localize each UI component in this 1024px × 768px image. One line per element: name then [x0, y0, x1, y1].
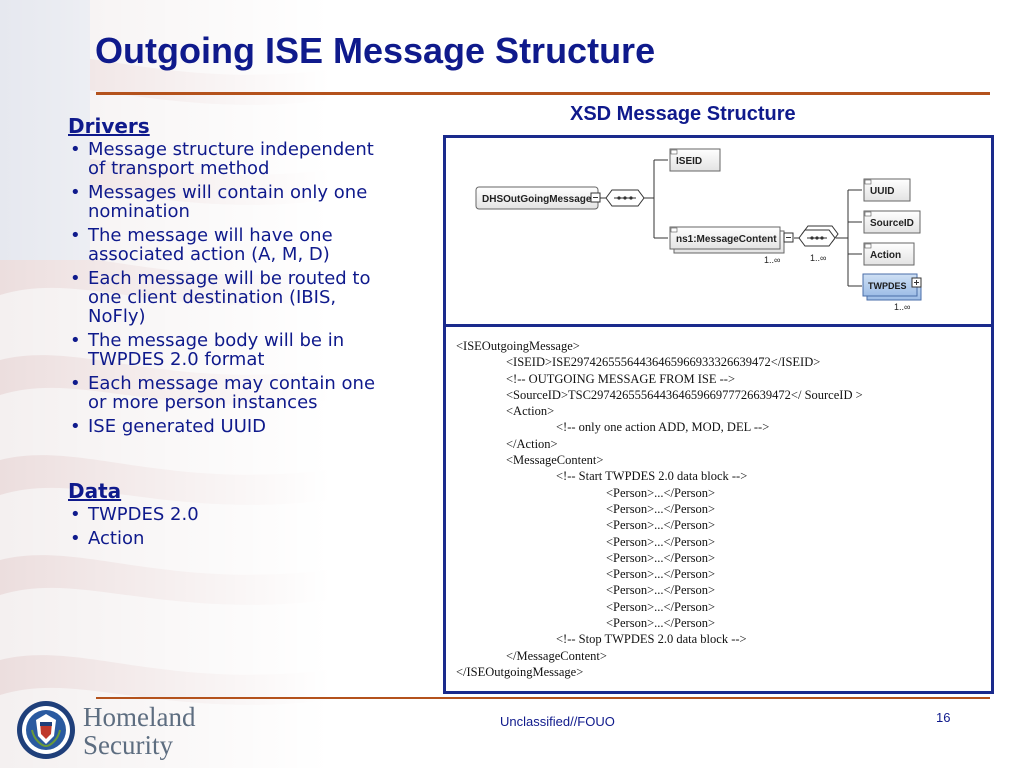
bullet-icon: •	[70, 373, 81, 394]
list-item: •Each message may contain one or more pe…	[70, 373, 376, 413]
svg-text:1..∞: 1..∞	[764, 255, 780, 265]
xml-line: <Person>...</Person>	[606, 485, 716, 500]
xml-line: </Action>	[506, 436, 558, 451]
node-sourceid: SourceID	[863, 210, 921, 234]
xsd-diagram: DHSOutGoingMessage ISEID	[446, 138, 991, 327]
title-divider	[96, 92, 990, 95]
svg-text:ns1:MessageContent: ns1:MessageContent	[676, 234, 777, 245]
svg-text:UUID: UUID	[870, 186, 894, 197]
left-column: Drivers •Message structure independent o…	[68, 114, 388, 553]
svg-text:TWPDES: TWPDES	[868, 281, 907, 291]
drivers-list: •Message structure independent of transp…	[68, 140, 388, 436]
xml-line: <!-- OUTGOING MESSAGE FROM ISE -->	[506, 371, 736, 386]
list-item: •Message structure independent of transp…	[70, 139, 374, 179]
svg-text:SourceID: SourceID	[870, 218, 914, 229]
xml-line: <Action>	[506, 404, 555, 419]
bullet-icon: •	[70, 528, 81, 549]
svg-text:ISEID: ISEID	[676, 156, 702, 167]
xml-line: <!-- only one action ADD, MOD, DEL -->	[556, 420, 770, 435]
xml-line: <Person>...</Person>	[606, 599, 716, 614]
xml-line: <SourceID>TSC297426555644364659669777266…	[506, 387, 863, 402]
footer-divider	[96, 697, 990, 699]
xml-line: <ISEID>ISE297426555644364659669333266394…	[506, 355, 821, 370]
list-item: •TWPDES 2.0	[70, 504, 199, 525]
svg-text:Action: Action	[870, 250, 901, 261]
xml-line: <Person>...</Person>	[606, 583, 716, 598]
slide-title: Outgoing ISE Message Structure	[95, 30, 656, 71]
xml-line: <Person>...</Person>	[606, 616, 716, 631]
svg-text:1..∞: 1..∞	[894, 302, 910, 312]
xml-line: <!-- Start TWPDES 2.0 data block -->	[556, 469, 748, 484]
bullet-icon: •	[70, 139, 81, 160]
bullet-icon: •	[70, 225, 81, 246]
node-twpdes: TWPDES 1..∞	[862, 273, 922, 312]
xml-line: <Person>...</Person>	[606, 534, 716, 549]
xml-line: <Person>...</Person>	[606, 518, 716, 533]
list-item: •ISE generated UUID	[70, 416, 267, 437]
brand-line-1: Homeland	[83, 702, 196, 732]
data-heading: Data	[68, 479, 122, 503]
brand-line-2: Security	[83, 730, 173, 760]
classification-label: Unclassified//FOUO	[500, 714, 615, 729]
dhs-seal-icon	[16, 700, 76, 765]
data-list: •TWPDES 2.0 •Action	[68, 505, 388, 548]
bullet-icon: •	[70, 268, 81, 289]
drivers-heading: Drivers	[68, 114, 150, 138]
xml-sample: <ISEOutgoingMessage> <ISEID>ISE297426555…	[456, 338, 863, 680]
svg-text:1..∞: 1..∞	[810, 253, 826, 263]
list-item: •Action	[70, 528, 145, 549]
xml-line: <Person>...</Person>	[606, 550, 716, 565]
xsd-title: XSD Message Structure	[570, 103, 796, 125]
page-number: 16	[936, 710, 951, 725]
homeland-security-logo: Homeland Security	[83, 703, 195, 759]
bullet-icon: •	[70, 182, 81, 203]
xml-line: <Person>...</Person>	[606, 501, 716, 516]
node-uuid: UUID	[863, 178, 911, 202]
list-item: •The message will have one associated ac…	[70, 225, 333, 265]
node-messagecontent: ns1:MessageContent 1..∞	[669, 226, 794, 265]
xml-line: <Person>...</Person>	[606, 567, 716, 582]
list-item: •Each message will be routed to one clie…	[70, 268, 371, 327]
node-action: Action	[863, 242, 915, 266]
list-item: •The message body will be in TWPDES 2.0 …	[70, 330, 345, 370]
list-item: •Messages will contain only one nominati…	[70, 182, 368, 222]
xsd-box: DHSOutGoingMessage ISEID	[443, 135, 994, 694]
xml-line: <!-- Stop TWPDES 2.0 data block -->	[556, 632, 747, 647]
flag-background	[0, 0, 330, 768]
svg-text:DHSOutGoingMessage: DHSOutGoingMessage	[482, 194, 592, 205]
sequence-icon: 1..∞	[798, 225, 839, 263]
xml-line: <MessageContent>	[506, 453, 604, 468]
sequence-icon	[605, 189, 645, 207]
node-dhsoutgoingmessage: DHSOutGoingMessage	[475, 186, 601, 210]
node-iseid: ISEID	[669, 148, 721, 172]
bullet-icon: •	[70, 330, 81, 351]
bullet-icon: •	[70, 504, 81, 525]
bullet-icon: •	[70, 416, 81, 437]
xml-line: </ISEOutgoingMessage>	[456, 664, 584, 679]
xml-line: <ISEOutgoingMessage>	[456, 339, 580, 353]
xml-line: </MessageContent>	[506, 648, 607, 663]
